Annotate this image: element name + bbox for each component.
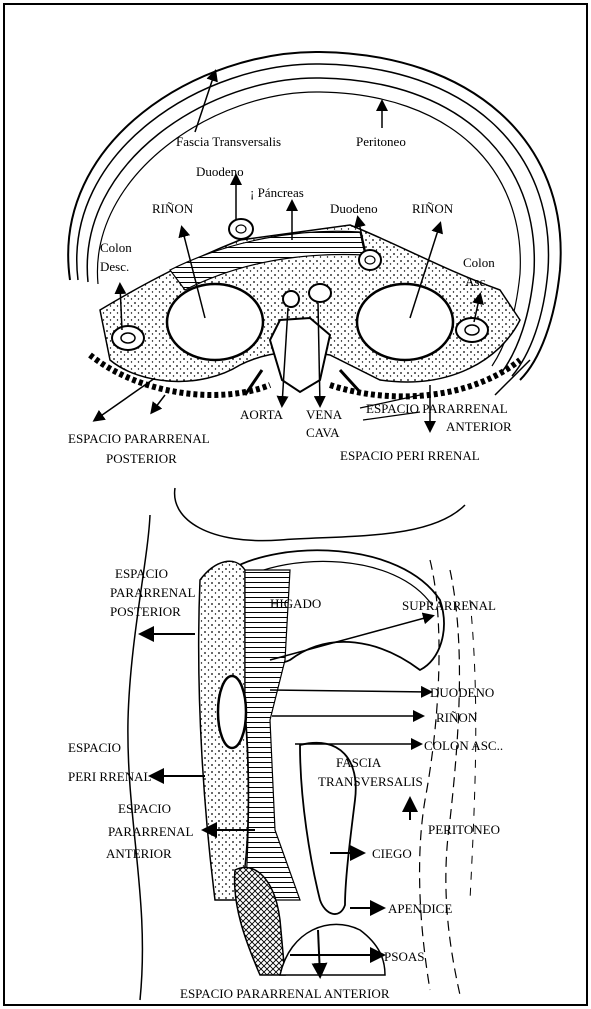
label-colon-asc-bottom: COLON ASC.. <box>424 738 503 753</box>
label-perirenal-top: ESPACIO PERI RRENAL <box>340 448 480 463</box>
label-rinon-right: RIÑON <box>412 201 454 216</box>
label-colon-desc-2: Desc. <box>100 259 129 274</box>
label-peritoneo-top: Peritoneo <box>356 134 406 149</box>
label-colon-asc-1: Colon <box>463 255 495 270</box>
transverse-section: Fascia Transversalis Peritoneo Duodeno ¡… <box>68 52 561 466</box>
label-fascia-transversalis: Fascia Transversalis <box>176 134 281 149</box>
label-post-pararenal-1: ESPACIO PARARRENAL <box>68 431 210 446</box>
label-bottom-caption: ESPACIO PARARRENAL ANTERIOR <box>180 986 390 1001</box>
label-aorta: AORTA <box>240 407 284 422</box>
label-pancreas: ¡ Páncreas <box>250 185 304 200</box>
label-rinon-left: RIÑON <box>152 201 194 216</box>
label-colon-asc-2: Asc. <box>465 274 488 289</box>
label-duodeno-left: Duodeno <box>196 164 244 179</box>
label-ant-pararenal-1: ESPACIO PARARRENAL <box>366 401 508 416</box>
label-vena: VENA <box>306 407 343 422</box>
label-apendice: APENDICE <box>388 901 452 916</box>
label-ant-pararenal-b2: PARARRENAL <box>108 824 194 839</box>
label-colon-desc-1: Colon <box>100 240 132 255</box>
label-ant-pararenal-b1: ESPACIO <box>118 801 171 816</box>
label-post-pararenal-b2: PARARRENAL <box>110 585 196 600</box>
label-transversalis: TRANSVERSALIS <box>318 774 423 789</box>
label-post-pararenal-b3: POSTERIOR <box>110 604 181 619</box>
label-espacio-perirenal-1: ESPACIO <box>68 740 121 755</box>
label-ciego: CIEGO <box>372 846 412 861</box>
label-ant-pararenal-b3: ANTERIOR <box>106 846 172 861</box>
label-ant-pararenal-2: ANTERIOR <box>446 419 512 434</box>
label-peritoneo-bottom: PERITONEO <box>428 822 500 837</box>
label-rinon-bottom: RIÑON <box>436 710 478 725</box>
label-fascia: FASCIA <box>336 755 382 770</box>
label-psoas: PSOAS <box>384 949 424 964</box>
label-duodeno-bottom: DUODENO <box>430 685 494 700</box>
sagittal-section: ESPACIO PARARRENAL POSTERIOR HIGADO SUPR… <box>68 488 503 1001</box>
label-cava: CAVA <box>306 425 340 440</box>
label-higado: HIGADO <box>270 596 321 611</box>
label-duodeno-right: Duodeno <box>330 201 378 216</box>
label-post-pararenal-b1: ESPACIO <box>115 566 168 581</box>
label-suprarrenal: SUPRARRENAL <box>402 598 496 613</box>
label-espacio-perirenal-2: PERI RRENAL <box>68 769 151 784</box>
label-post-pararenal-2: POSTERIOR <box>106 451 177 466</box>
